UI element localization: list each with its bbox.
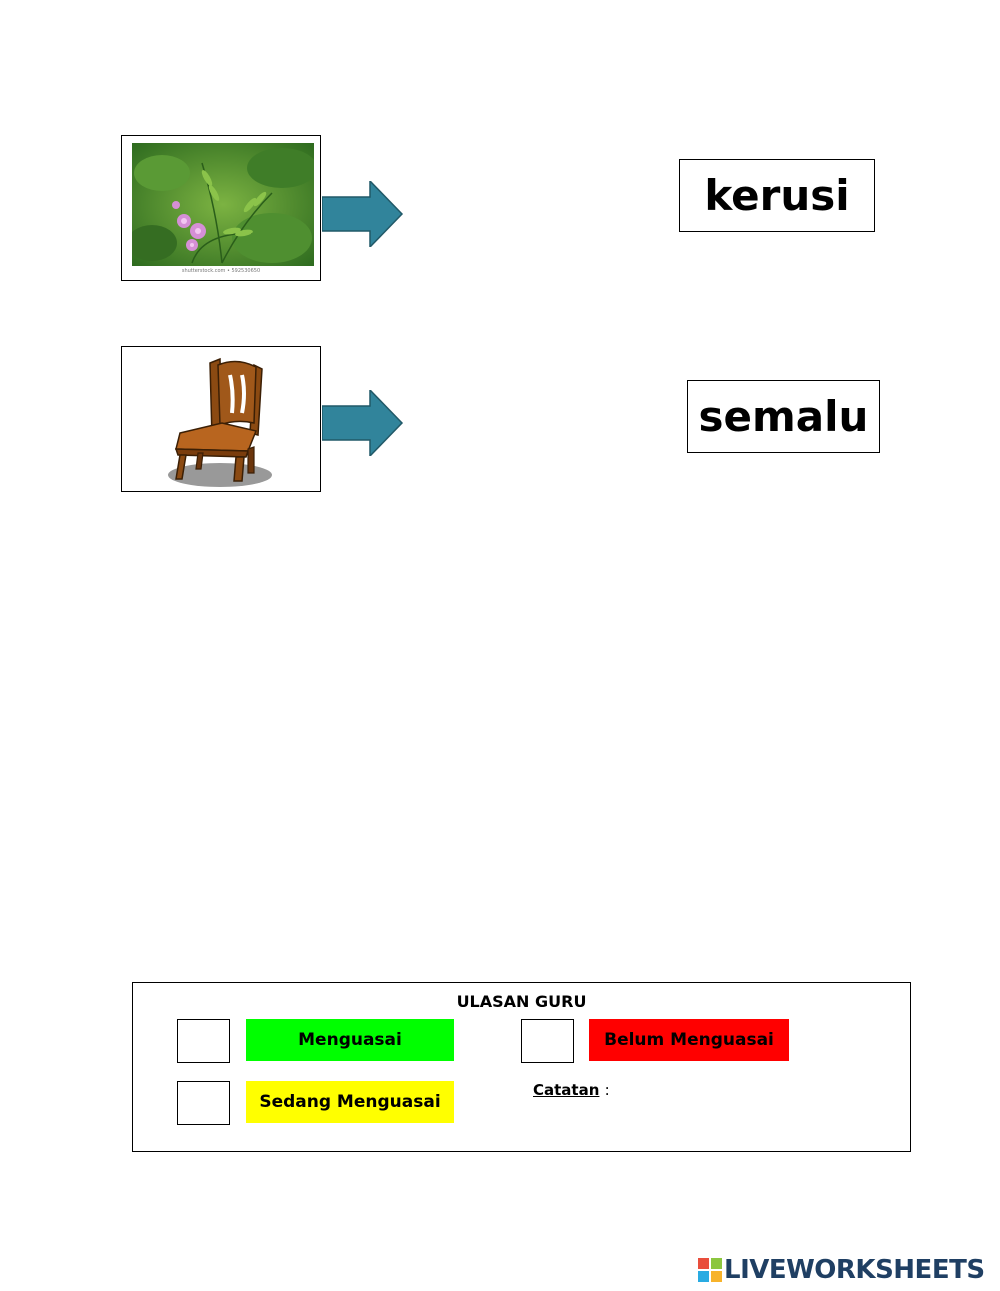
level-sedang-menguasai: Sedang Menguasai	[246, 1081, 454, 1123]
checkbox-menguasai[interactable]	[177, 1019, 230, 1063]
word-card[interactable]: kerusi	[679, 159, 875, 232]
teacher-review-box: ULASAN GURU Menguasai Sedang Menguasai B…	[132, 982, 911, 1152]
liveworksheets-logo-icon	[698, 1258, 722, 1282]
review-title: ULASAN GURU	[456, 992, 587, 1011]
notes-label: Catatan	[533, 1081, 600, 1099]
notes-field: Catatan :	[533, 1081, 610, 1099]
level-belum-menguasai: Belum Menguasai	[589, 1019, 789, 1061]
liveworksheets-brand: LIVEWORKSHEETS	[698, 1255, 985, 1285]
picture-card-chair	[121, 346, 321, 492]
word-card[interactable]: semalu	[687, 380, 880, 453]
notes-colon: :	[604, 1081, 610, 1099]
brand-name: LIVEWORKSHEETS	[724, 1255, 985, 1285]
photo-credit: shutterstock.com • 592530650	[181, 268, 261, 274]
checkbox-belum-menguasai[interactable]	[521, 1019, 574, 1063]
wooden-chair-illustration	[168, 357, 272, 487]
arrow-right-icon	[322, 181, 404, 247]
checkbox-sedang-menguasai[interactable]	[177, 1081, 230, 1125]
shy-plant-photo	[132, 143, 314, 266]
level-menguasai: Menguasai	[246, 1019, 454, 1061]
arrow-right-icon	[322, 390, 404, 456]
picture-card-plant: shutterstock.com • 592530650	[121, 135, 321, 281]
